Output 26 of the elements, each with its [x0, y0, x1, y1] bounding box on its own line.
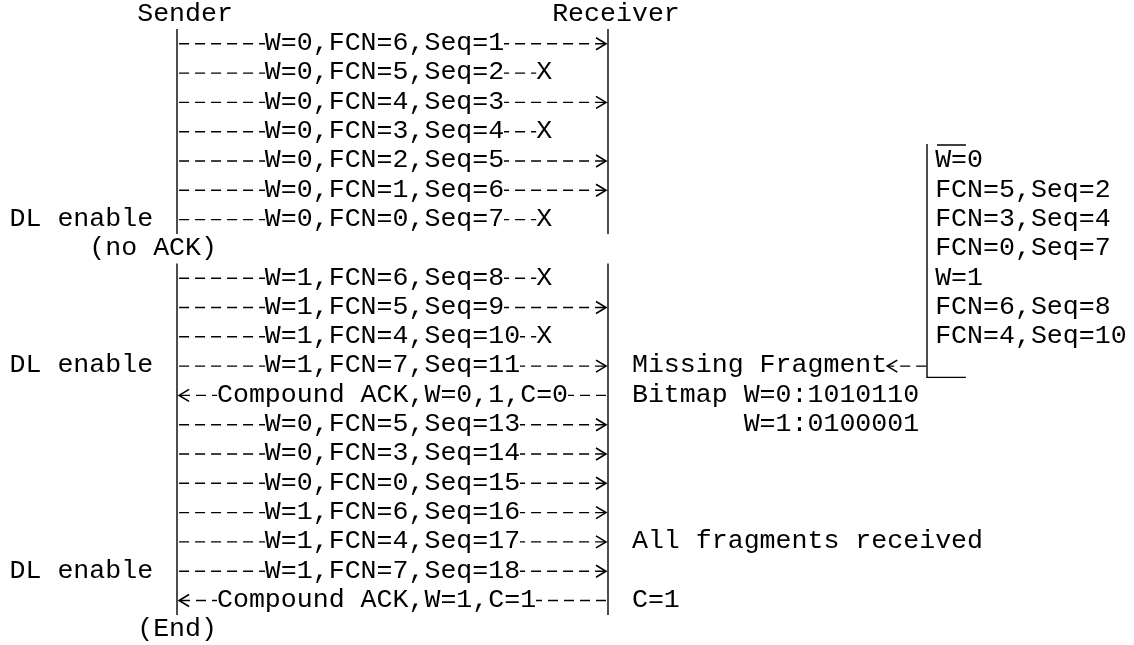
list-entry: FCN=5,Seq=2 — [935, 175, 1111, 205]
note-text: C=1 — [631, 585, 680, 616]
list-entry: FCN=0,Seq=7 — [935, 234, 1111, 264]
note-text: (End) — [137, 615, 217, 645]
list-entry: W=1 — [935, 263, 984, 293]
lost-mark: X — [536, 58, 553, 88]
note-text: DL enable — [9, 556, 154, 586]
list-entry: FCN=3,Seq=4 — [935, 204, 1111, 235]
note-text: All fragments received — [631, 527, 984, 557]
list-entry: FCN=6,Seq=8 — [935, 292, 1111, 323]
note-text: (no ACK) — [89, 234, 217, 264]
message-arrow — [886, 359, 927, 373]
participant-label: Receiver — [552, 0, 680, 30]
list-entry: W=0 — [935, 146, 984, 176]
note-text: DL enable — [9, 204, 154, 235]
note-text: DL enable — [9, 351, 154, 381]
lost-mark: X — [536, 204, 553, 235]
annotation-text: Missing Fragment — [631, 351, 888, 381]
list-entry: FCN=4,Seq=10 — [935, 322, 1127, 352]
note-text: Bitmap W=0:1010110 — [631, 380, 920, 411]
participant-label: Sender — [137, 0, 233, 30]
lost-mark: X — [536, 117, 553, 147]
note-text: W=1:0100001 — [743, 410, 920, 440]
lost-mark: X — [536, 322, 553, 352]
lifeline — [606, 29, 610, 616]
lost-mark: X — [536, 263, 553, 293]
